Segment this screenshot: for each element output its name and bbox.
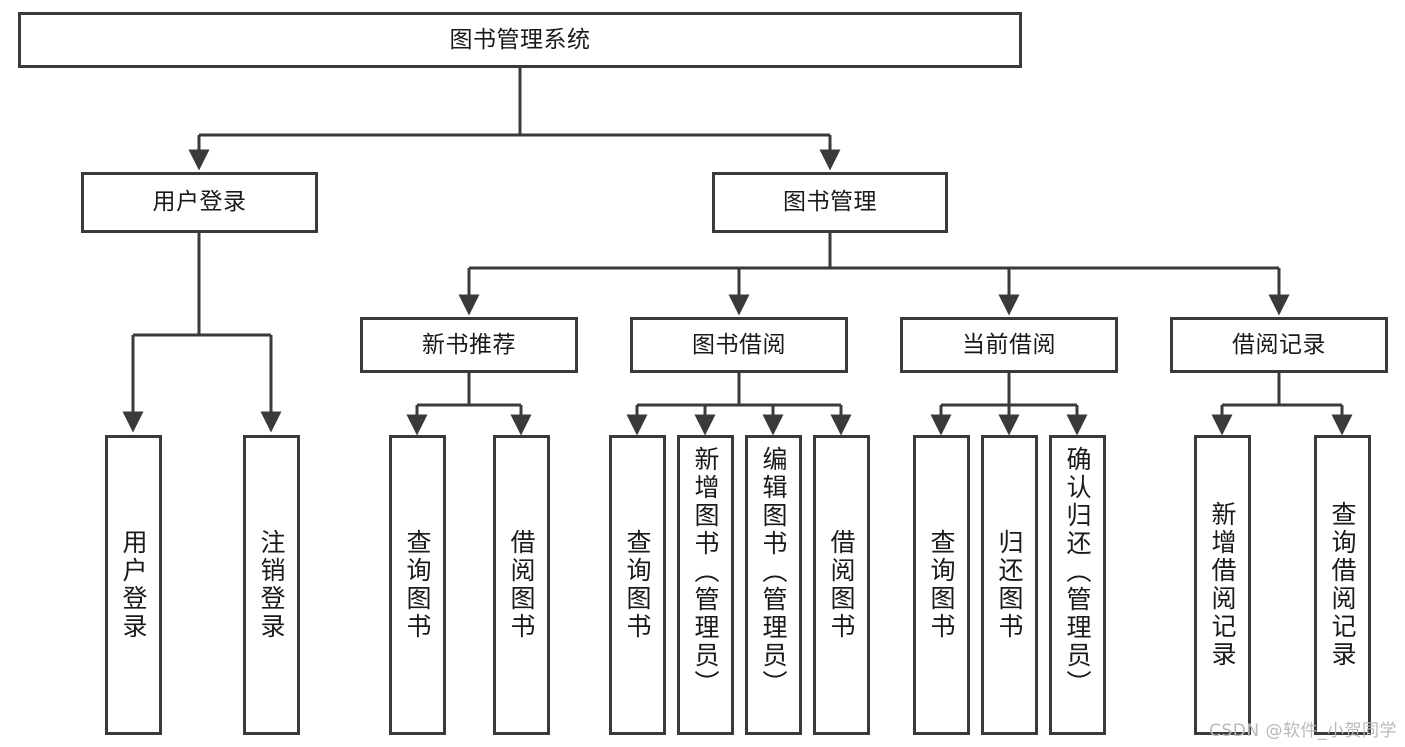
leaf-query-borrow-record[interactable]: 查询借阅记录 — [1314, 435, 1371, 735]
node-label: 查询图书 — [623, 529, 652, 641]
watermark-text: CSDN @软件_小贺同学 — [1209, 721, 1397, 741]
node-label: 新增借阅记录 — [1208, 501, 1237, 669]
leaf-query-book-borrow[interactable]: 查询图书 — [609, 435, 666, 735]
leaf-logout[interactable]: 注销登录 — [243, 435, 300, 735]
node-label: 查询图书 — [403, 529, 432, 641]
leaf-query-book-current[interactable]: 查询图书 — [913, 435, 970, 735]
node-label: 借阅图书 — [507, 529, 536, 641]
node-label: 用户登录 — [152, 189, 247, 215]
node-label: 归还图书 — [995, 529, 1024, 641]
node-label: 借阅图书 — [827, 529, 856, 641]
node-new-book-recommend[interactable]: 新书推荐 — [360, 317, 578, 373]
node-book-borrow[interactable]: 图书借阅 — [630, 317, 848, 373]
node-label: 图书借阅 — [692, 331, 786, 358]
leaf-borrow-book-recommend[interactable]: 借阅图书 — [493, 435, 550, 735]
node-label: 查询借阅记录 — [1328, 501, 1357, 669]
leaf-user-login[interactable]: 用户登录 — [105, 435, 162, 735]
leaf-add-borrow-record[interactable]: 新增借阅记录 — [1194, 435, 1251, 735]
leaf-borrow-book[interactable]: 借阅图书 — [813, 435, 870, 735]
node-label: 用户登录 — [119, 529, 148, 641]
leaf-add-book-admin[interactable]: 新增图书（管理员） — [677, 435, 734, 735]
leaf-query-book-recommend[interactable]: 查询图书 — [389, 435, 446, 735]
node-label: 编辑图书（管理员） — [759, 446, 788, 698]
node-user-login[interactable]: 用户登录 — [81, 172, 318, 233]
node-label: 图书管理 — [783, 189, 877, 215]
leaf-return-book[interactable]: 归还图书 — [981, 435, 1038, 735]
node-label: 图书管理系统 — [449, 26, 591, 53]
leaf-confirm-return-admin[interactable]: 确认归还（管理员） — [1049, 435, 1106, 735]
node-borrow-record[interactable]: 借阅记录 — [1170, 317, 1388, 373]
node-root-system[interactable]: 图书管理系统 — [18, 12, 1022, 68]
node-current-borrow[interactable]: 当前借阅 — [900, 317, 1118, 373]
node-label: 确认归还（管理员） — [1063, 446, 1092, 698]
node-label: 新增图书（管理员） — [691, 446, 720, 698]
node-label: 注销登录 — [257, 529, 286, 641]
node-label: 借阅记录 — [1232, 331, 1326, 358]
node-book-management[interactable]: 图书管理 — [712, 172, 948, 233]
node-label: 当前借阅 — [962, 331, 1056, 358]
leaf-edit-book-admin[interactable]: 编辑图书（管理员） — [745, 435, 802, 735]
node-label: 查询图书 — [927, 529, 956, 641]
node-label: 新书推荐 — [422, 331, 516, 358]
